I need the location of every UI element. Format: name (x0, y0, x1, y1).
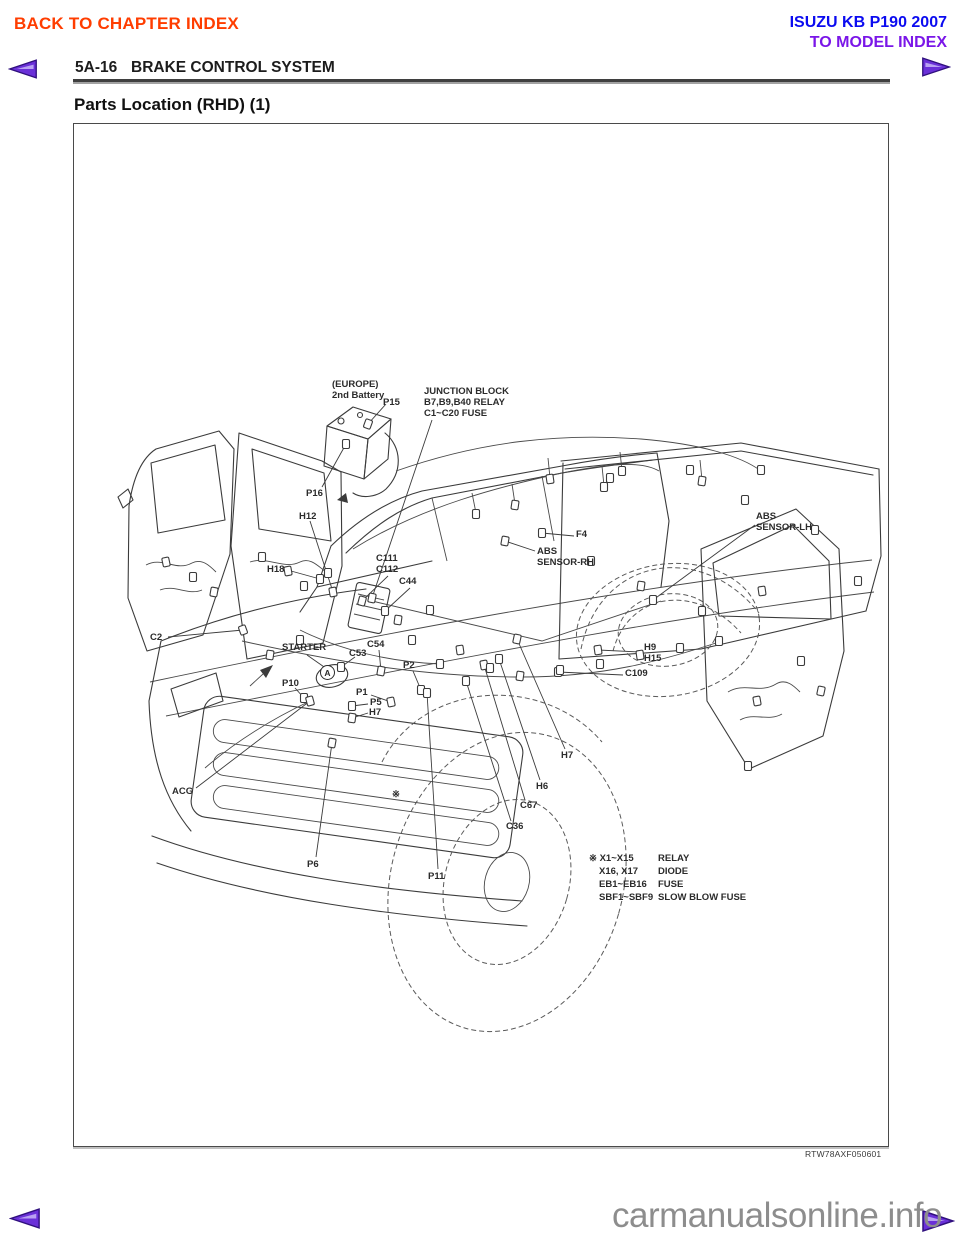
label-c2: C2 (150, 632, 163, 643)
figure-frame (73, 123, 889, 1147)
legend-range: EB1~EB16 (599, 879, 647, 890)
label-c53: C53 (349, 648, 367, 659)
label-h9-h15: H9 H15 (644, 642, 662, 665)
label-p10: P10 (282, 678, 299, 689)
legend-row: X16, X17 DIODE (589, 866, 688, 877)
label-junction-block: JUNCTION BLOCK B7,B9,B40 RELAY C1~C20 FU… (424, 386, 509, 420)
prev-page-arrow-bottom[interactable] (9, 1205, 41, 1232)
label-c109: C109 (625, 668, 648, 679)
direction-marker-a: A (320, 665, 335, 680)
legend-desc: FUSE (658, 879, 684, 890)
back-to-chapter-link[interactable]: BACK TO CHAPTER INDEX (14, 14, 239, 33)
legend-range: ※ X1~X15 (589, 853, 634, 864)
label-c54: C54 (367, 639, 385, 650)
label-p11: P11 (428, 871, 445, 882)
page-title: Parts Location (RHD) (1) (74, 95, 271, 114)
legend-row: ※ X1~X15 RELAY (589, 853, 689, 864)
label-p6: P6 (307, 859, 319, 870)
model-title-link[interactable]: ISUZU KB P190 2007 (789, 14, 947, 31)
label-c111-c112: C111 C112 (376, 553, 399, 576)
label-c36: C36 (506, 821, 524, 832)
next-page-arrow[interactable] (921, 54, 951, 80)
section-number: 5A-16 (75, 59, 118, 76)
legend-desc: SLOW BLOW FUSE (658, 892, 747, 903)
legend-range: X16, X17 (599, 866, 639, 877)
label-p2: P2 (403, 660, 415, 671)
label-p16: P16 (306, 488, 323, 499)
label-h18: H18 (267, 564, 285, 575)
label-c67: C67 (520, 800, 538, 811)
legend-desc: DIODE (658, 866, 689, 877)
label-starter: STARTER (282, 642, 327, 653)
label-h7-cab: H7 (561, 750, 574, 761)
label-note-ref: ※ (392, 789, 400, 800)
label-f4: F4 (576, 529, 588, 540)
watermark: carmanualsonline.info (612, 1196, 942, 1235)
label-c44: C44 (399, 576, 417, 587)
legend-range: SBF1~SBF9 (599, 892, 654, 903)
label-abs-sensor-lh: ABS SENSOR-LH (756, 511, 812, 534)
legend-row: SBF1~SBF9 SLOW BLOW FUSE (589, 892, 746, 903)
section-title: BRAKE CONTROL SYSTEM (131, 59, 335, 76)
header-rule (73, 79, 890, 84)
prev-page-arrow[interactable] (8, 56, 38, 82)
legend-row: EB1~EB16 FUSE (589, 879, 683, 890)
label-europe-battery: (EUROPE) 2nd Battery (332, 379, 385, 402)
label-p15: P15 (383, 397, 400, 408)
next-page-arrow-bottom[interactable] (921, 1207, 955, 1235)
legend-desc: RELAY (658, 853, 690, 864)
label-abs-sensor-rh: ABS SENSOR-RH (537, 546, 595, 569)
to-model-index-link[interactable]: TO MODEL INDEX (809, 34, 947, 51)
label-h12: H12 (299, 511, 317, 522)
label-p5: P5 (370, 697, 382, 708)
label-h7-engine: H7 (369, 707, 382, 718)
figure-ref-code: RTW78AXF050601 (805, 1149, 882, 1159)
label-acg: ACG (172, 786, 194, 797)
label-p1: P1 (356, 687, 368, 698)
label-h6: H6 (536, 781, 549, 792)
